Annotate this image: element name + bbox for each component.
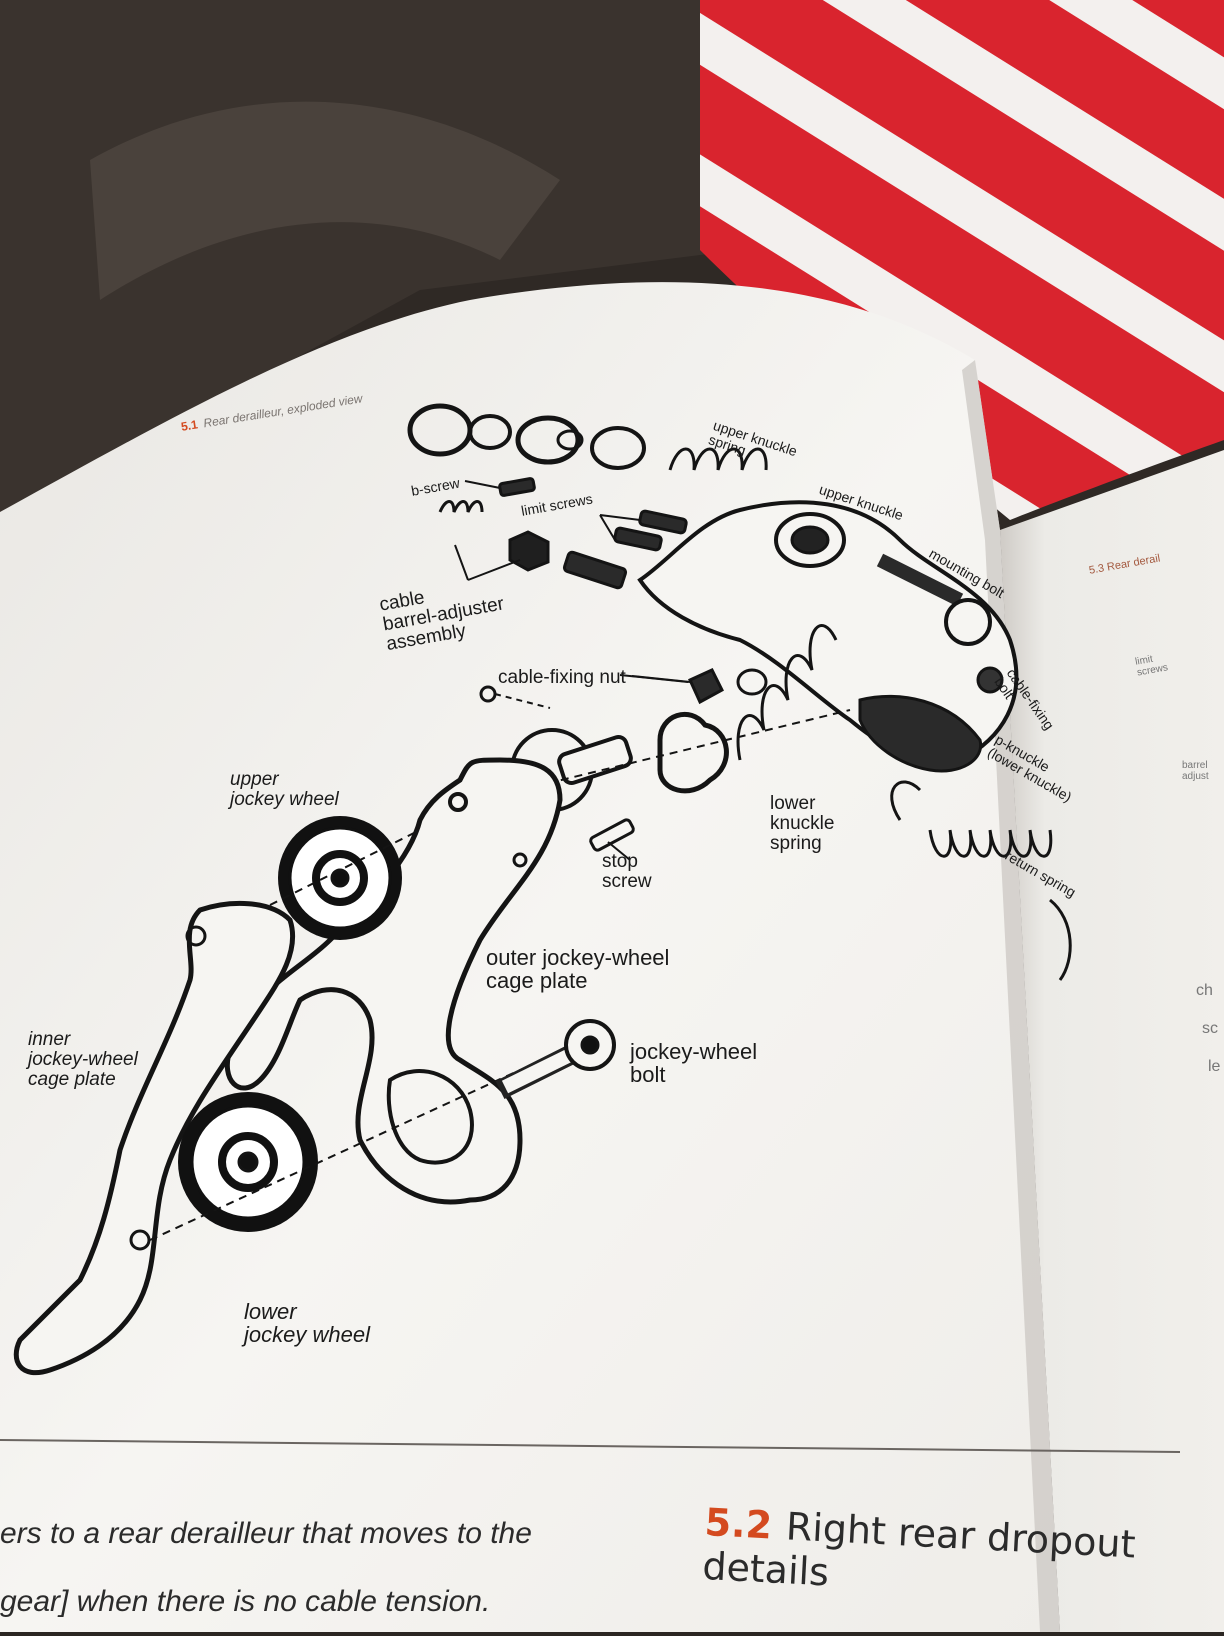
stop-screw-part: [589, 818, 635, 852]
inner-cage-plate: [13, 900, 296, 1376]
lower-jockey-wheel-part: [178, 1092, 318, 1232]
upper-jockey-wheel-part: [278, 816, 402, 940]
right-page-fragment-2: sc: [1202, 1020, 1218, 1037]
label-outer-cage-plate: outer jockey-wheel cage plate: [486, 945, 670, 994]
right-page: [1000, 450, 1224, 1632]
leader-lines: [607, 675, 691, 861]
barrel-adjuster-part: [438, 500, 628, 590]
separator-rule: [0, 1439, 1181, 1453]
jockey-wheel-bolt-part: [495, 1019, 616, 1099]
limit-screws-part: [599, 509, 688, 552]
label-stop-screw: stop screw: [602, 851, 652, 892]
striped-cloth: [700, 0, 1224, 520]
label-lower-jockey-wheel: lower jockey wheel: [244, 1299, 370, 1348]
body-text-line-2: gear] when there is no cable tension.: [0, 1585, 491, 1618]
figure-number: 5.1: [180, 417, 199, 434]
b-screw-part: [464, 477, 536, 497]
lower-knuckle-spring-part: [736, 624, 838, 761]
top-washers: [407, 403, 646, 470]
upper-knuckle-hole: [774, 512, 846, 568]
return-spring-part: [890, 780, 1072, 981]
right-page-fragment-3: le: [1208, 1058, 1221, 1075]
body-text: ers to a rear derailleur that moves to t…: [0, 1500, 532, 1636]
upper-knuckle-body: [637, 500, 1019, 765]
fabric-highlight: [90, 101, 560, 300]
label-cable-fixing-nut: cable-fixing nut: [498, 667, 626, 688]
label-upper-jockey-wheel: upper jockey wheel: [230, 769, 339, 810]
derailleur-drawing: [13, 403, 1072, 1376]
p-knuckle-part: [858, 694, 983, 773]
gutter-shadow: [962, 360, 1060, 1632]
cable-fixing-bolt-part: [976, 666, 1004, 694]
upper-knuckle-spring-part: [668, 447, 768, 471]
mounting-bolt-part: [876, 553, 992, 646]
outer-cage-plate: [224, 757, 563, 1205]
label-jockey-wheel-bolt: jockey-wheel bolt: [630, 1039, 758, 1088]
figure-caption-number: 5.2: [703, 1500, 774, 1548]
right-page-barrel: barrel adjust: [1182, 760, 1209, 782]
body-text-line-1: ers to a rear derailleur that moves to t…: [0, 1517, 532, 1550]
label-lower-knuckle-spring: lower knuckle spring: [770, 793, 835, 854]
label-inner-cage-plate: inner jockey-wheel cage plate: [28, 1029, 138, 1090]
right-page-fragment-1: ch: [1196, 982, 1213, 999]
